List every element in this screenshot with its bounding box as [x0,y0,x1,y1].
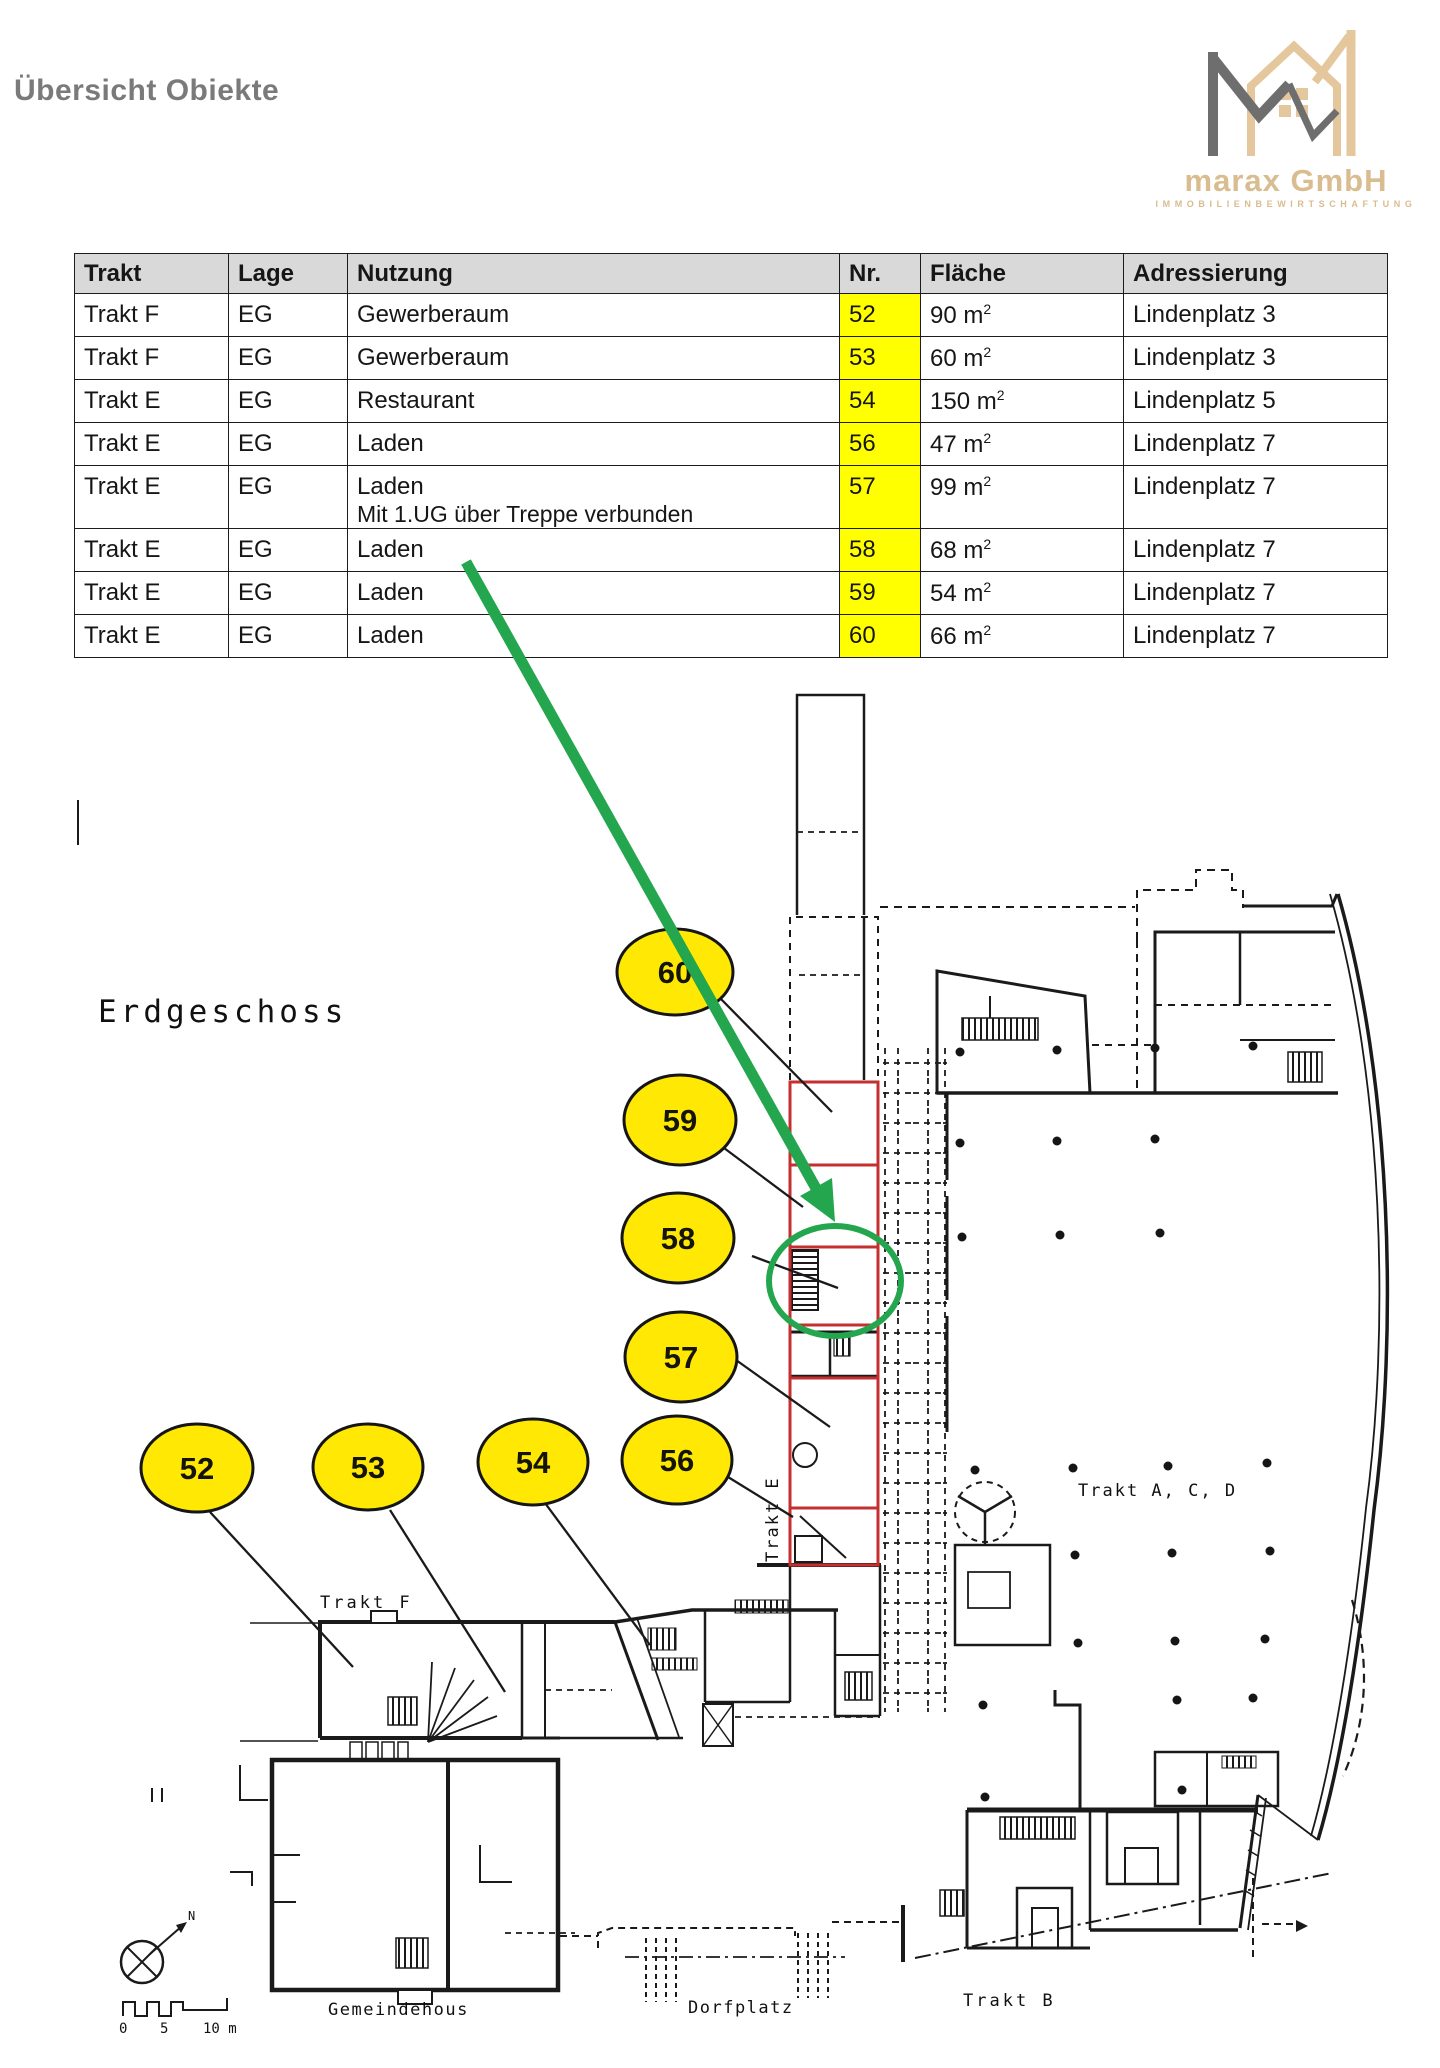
plan-title: Erdgeschoss [98,994,347,1030]
col-header-lage: Lage [228,253,348,294]
svg-text:57: 57 [664,1340,698,1375]
logo-house-m-icon [1208,30,1356,156]
marker-53: 53 [311,1422,425,1512]
label-trakt-acd: Trakt A, C, D [1078,1481,1237,1501]
highlight-annotation [461,559,904,1339]
unit-number: 60 [839,614,921,658]
marker-54: 54 [476,1417,590,1507]
unit-number: 54 [839,379,921,423]
col-header-flaeche: Fläche [920,253,1124,294]
plan-linework [77,693,1390,2017]
scale-tick-10: 10 m [203,2021,237,2037]
logo-name: marax GmbH [1184,163,1388,198]
unit-number: 56 [839,422,921,466]
logo-tagline: IMMOBILIENBEWIRTSCHAFTUNG [1155,199,1417,209]
objects-table: Trakt Lage Nutzung Nr. Fläche Adressieru… [74,253,1388,658]
compass-n-label: N [188,1909,195,1923]
page-title: Übersicht Obiekte [14,74,280,107]
row-note: Mit 1.UG über Treppe verbunden [357,501,694,527]
column-dots [955,1041,1275,1802]
highlight-arrowhead [800,1178,835,1222]
unit-number: 57 [839,465,921,529]
highlight-ellipse [766,1223,904,1339]
label-trakt-e: Trakt E [763,1476,783,1562]
scale-tick-0: 0 [119,2021,127,2037]
svg-text:58: 58 [661,1221,695,1256]
marker-56: 56 [620,1414,734,1506]
svg-text:59: 59 [663,1103,697,1138]
scale-tick-5: 5 [160,2021,168,2037]
svg-text:52: 52 [180,1451,214,1486]
marker-58: 58 [620,1191,736,1285]
unit-number: 58 [839,528,921,572]
company-logo: marax GmbH IMMOBILIENBEWIRTSCHAFTUNG [1150,16,1422,209]
col-header-nutzung: Nutzung [347,253,840,294]
label-dorfplatz: Dorfplatz [688,1998,794,2018]
svg-text:54: 54 [516,1445,551,1480]
svg-text:53: 53 [351,1450,385,1485]
label-gemeindehaus: Gemeindehous [328,2000,469,2020]
label-trakt-f: Trakt F [320,1593,413,1613]
unit-number: 52 [839,293,921,337]
north-compass-icon [119,1922,187,1985]
marker-leader-lines [209,997,839,1693]
svg-text:56: 56 [660,1443,694,1478]
walkway-grid [883,1048,947,1712]
unit-number: 59 [839,571,921,615]
scale-bar [122,1998,228,2017]
col-header-nr: Nr. [839,253,921,294]
label-trakt-b: Trakt B [963,1991,1056,2011]
marker-52: 52 [139,1422,255,1514]
marker-57: 57 [623,1310,739,1404]
highlight-arrow [461,559,823,1195]
marker-59: 59 [622,1073,738,1167]
unit-number: 53 [839,336,921,380]
